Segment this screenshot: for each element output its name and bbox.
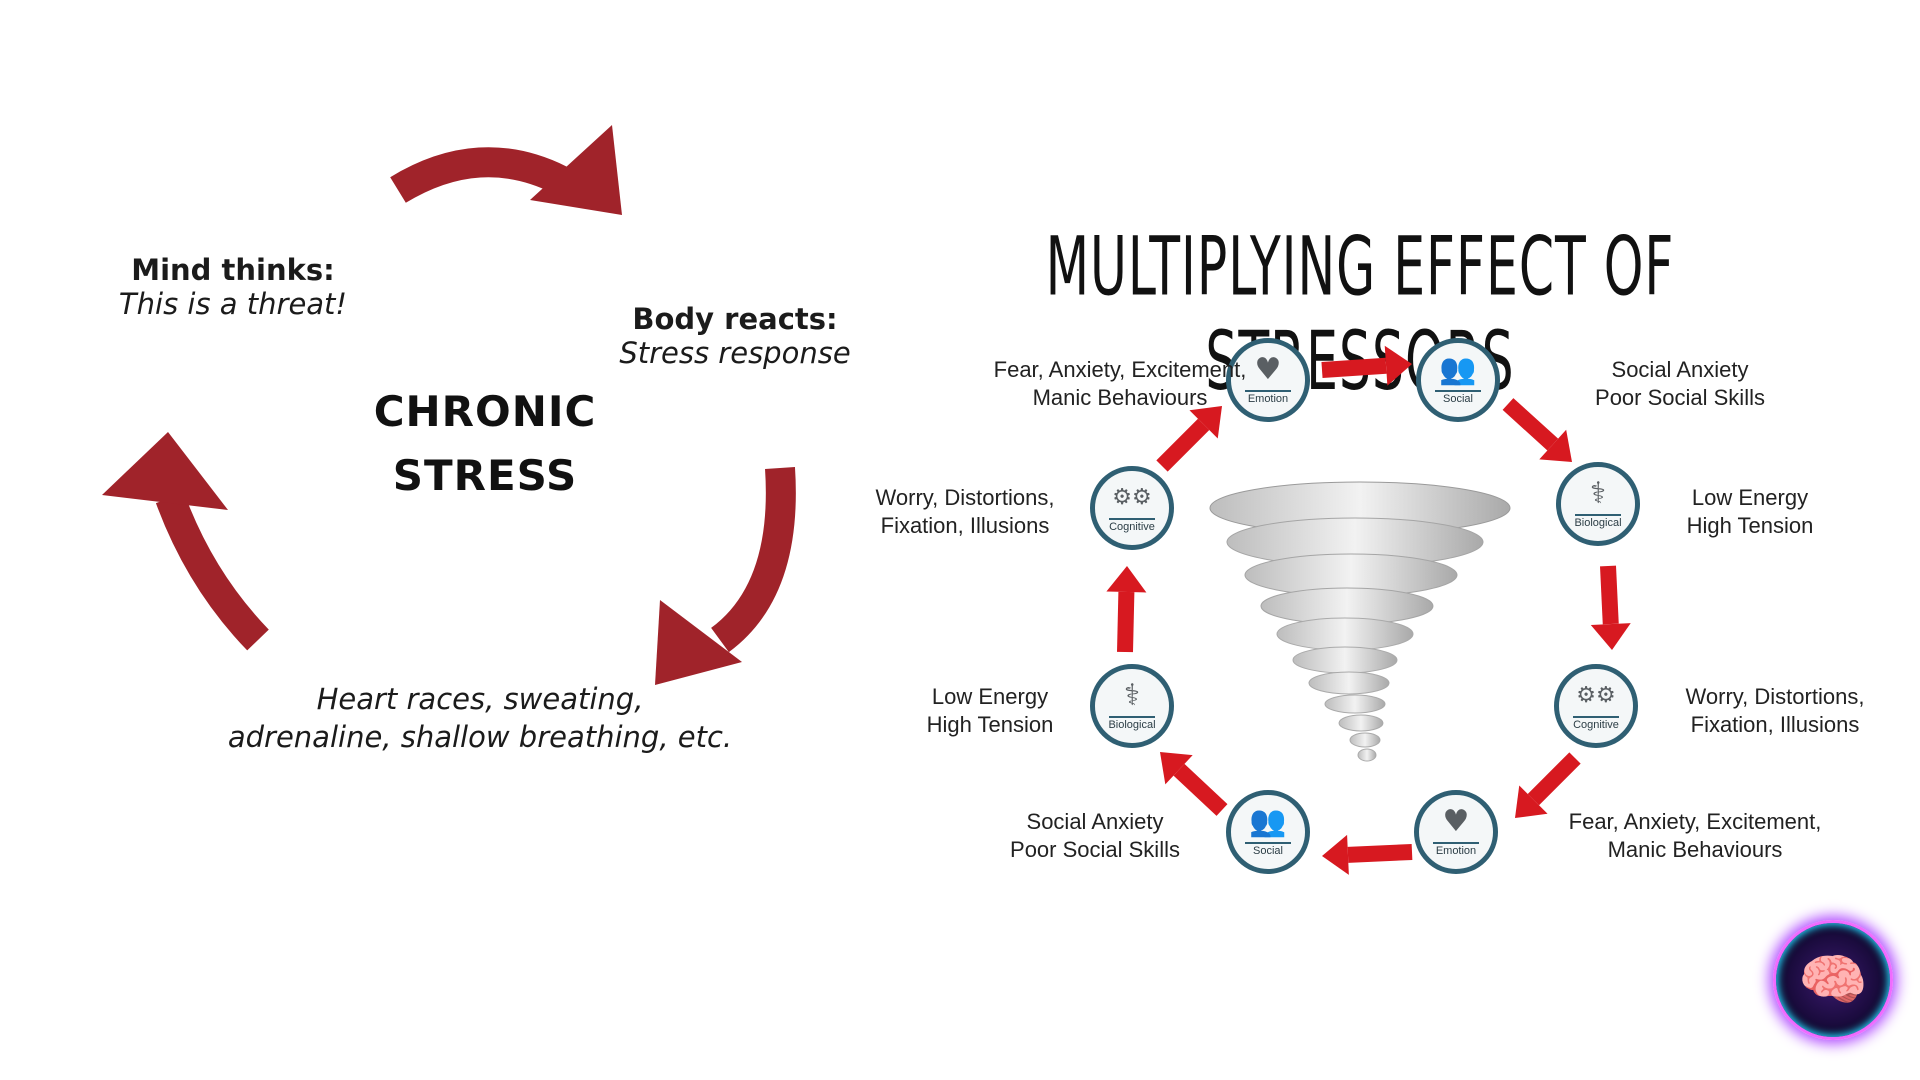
- description-line1: Social Anxiety: [1611, 357, 1749, 382]
- description-line1: Worry, Distortions,: [875, 485, 1055, 510]
- arrow-biological-to-cognitive-left-head: [1106, 566, 1147, 593]
- caduceus-icon: ⚕: [1589, 476, 1607, 511]
- effects-line2: adrenaline, shallow breathing, etc.: [227, 720, 733, 754]
- center-line2: STRESS: [392, 451, 578, 500]
- node-label: Emotion: [1247, 393, 1289, 405]
- gears-icon: ⚙⚙: [1112, 485, 1152, 510]
- mind-title: Mind thinks:: [131, 253, 335, 287]
- arrow-biological-to-cognitive: [1600, 565, 1619, 625]
- brain-badge: 🧠: [1773, 920, 1893, 1040]
- tornado-icon: [1209, 481, 1511, 762]
- mind-thinks-label: Mind thinks: This is a threat!: [118, 253, 348, 321]
- cycle-arrow-left-head: [102, 432, 228, 510]
- node-biological: ⚕ Biological: [1090, 664, 1174, 748]
- cycle-arrow-right-head: [655, 600, 742, 685]
- arrow-social-to-biological-left: [1173, 763, 1228, 816]
- mind-subtitle: This is a threat!: [118, 287, 348, 321]
- description-line2: Poor Social Skills: [1010, 837, 1180, 862]
- node-label: Social: [1443, 393, 1473, 405]
- body-reacts-label: Body reacts: Stress response: [615, 302, 855, 370]
- description-line2: Manic Behaviours: [1607, 837, 1783, 862]
- node-label: Cognitive: [1109, 521, 1155, 533]
- people-icon: 👥: [1249, 804, 1287, 839]
- node-divider: [1575, 514, 1621, 516]
- node-divider: [1245, 390, 1291, 392]
- node-cognitive: ⚙⚙ Cognitive: [1554, 664, 1638, 748]
- node-label: Cognitive: [1573, 719, 1619, 731]
- heart-icon: ♥: [1254, 352, 1282, 387]
- description-line1: Low Energy: [931, 684, 1049, 709]
- arrow-cognitive-to-emotion-left: [1156, 418, 1210, 472]
- description-line2: Fixation, Illusions: [880, 513, 1050, 538]
- node-emotion: ♥ Emotion: [1414, 790, 1498, 874]
- body-title: Body reacts:: [632, 302, 838, 336]
- description-line1: Social Anxiety: [1026, 809, 1164, 834]
- description-line2: Manic Behaviours: [1032, 385, 1208, 410]
- node-description: Fear, Anxiety, Excitement, Manic Behaviou…: [970, 356, 1270, 412]
- node-social: 👥 Social: [1416, 338, 1500, 422]
- node-divider: [1435, 390, 1481, 392]
- heart-icon: ♥: [1442, 804, 1470, 839]
- node-social: 👥 Social: [1226, 790, 1310, 874]
- arrow-social-to-biological: [1502, 398, 1559, 451]
- arrow-emotion-to-social: [1321, 357, 1387, 378]
- node-description: Fear, Anxiety, Excitement, Manic Behaviou…: [1545, 808, 1845, 864]
- description-line2: Poor Social Skills: [1595, 385, 1765, 410]
- node-description: Worry, Distortions, Fixation, Illusions: [855, 484, 1075, 540]
- brain-icon: 🧠: [1798, 948, 1868, 1013]
- cycle-arrow-right: [710, 467, 796, 653]
- arrow-biological-to-cognitive-left: [1117, 591, 1135, 653]
- description-line1: Fear, Anxiety, Excitement,: [993, 357, 1247, 382]
- arrow-cognitive-to-emotion-left-head: [1189, 406, 1222, 439]
- cycle-arrow-top: [390, 147, 567, 203]
- node-divider: [1245, 842, 1291, 844]
- node-description: Worry, Distortions, Fixation, Illusions: [1645, 683, 1905, 739]
- people-icon: 👥: [1439, 352, 1477, 387]
- node-biological: ⚕ Biological: [1556, 462, 1640, 546]
- description-line1: Fear, Anxiety, Excitement,: [1568, 809, 1822, 834]
- arrow-social-to-biological-left-head: [1160, 752, 1193, 785]
- arrow-emotion-to-social-head: [1384, 345, 1412, 386]
- node-label: Biological: [1574, 517, 1622, 529]
- description-line1: Worry, Distortions,: [1685, 684, 1865, 709]
- arrow-emotion-to-social-bottom: [1347, 844, 1413, 863]
- arrow-emotion-to-social-bottom-head: [1322, 834, 1349, 875]
- description-line2: High Tension: [1686, 513, 1814, 538]
- arrow-biological-to-cognitive-head: [1590, 623, 1631, 650]
- node-cognitive: ⚙⚙ Cognitive: [1090, 466, 1174, 550]
- node-divider: [1109, 716, 1155, 718]
- arrow-social-to-biological-head: [1539, 429, 1572, 462]
- description-line2: High Tension: [926, 712, 1054, 737]
- caduceus-icon: ⚕: [1123, 678, 1141, 713]
- node-label: Social: [1253, 845, 1283, 857]
- node-label: Emotion: [1435, 845, 1477, 857]
- node-label: Biological: [1108, 719, 1156, 731]
- node-divider: [1109, 518, 1155, 520]
- arrow-cognitive-to-emotion: [1527, 752, 1581, 806]
- arrow-cognitive-to-emotion-head: [1515, 785, 1548, 818]
- center-line1: CHRONIC: [373, 387, 597, 436]
- cycle-arrow-top-head: [530, 125, 622, 215]
- cycle-arrow-left: [155, 492, 269, 651]
- chronic-stress-title: CHRONIC STRESS: [355, 380, 615, 508]
- description-line1: Low Energy: [1691, 485, 1809, 510]
- node-emotion: ♥ Emotion: [1226, 338, 1310, 422]
- node-divider: [1433, 842, 1479, 844]
- node-divider: [1573, 716, 1619, 718]
- body-subtitle: Stress response: [619, 336, 851, 370]
- chronic-stress-cycle-arrows: [102, 125, 796, 685]
- body-effects-label: Heart races, sweating, adrenaline, shall…: [200, 680, 760, 756]
- gears-icon: ⚙⚙: [1576, 683, 1616, 708]
- description-line2: Fixation, Illusions: [1690, 712, 1860, 737]
- effects-line1: Heart races, sweating,: [316, 682, 644, 716]
